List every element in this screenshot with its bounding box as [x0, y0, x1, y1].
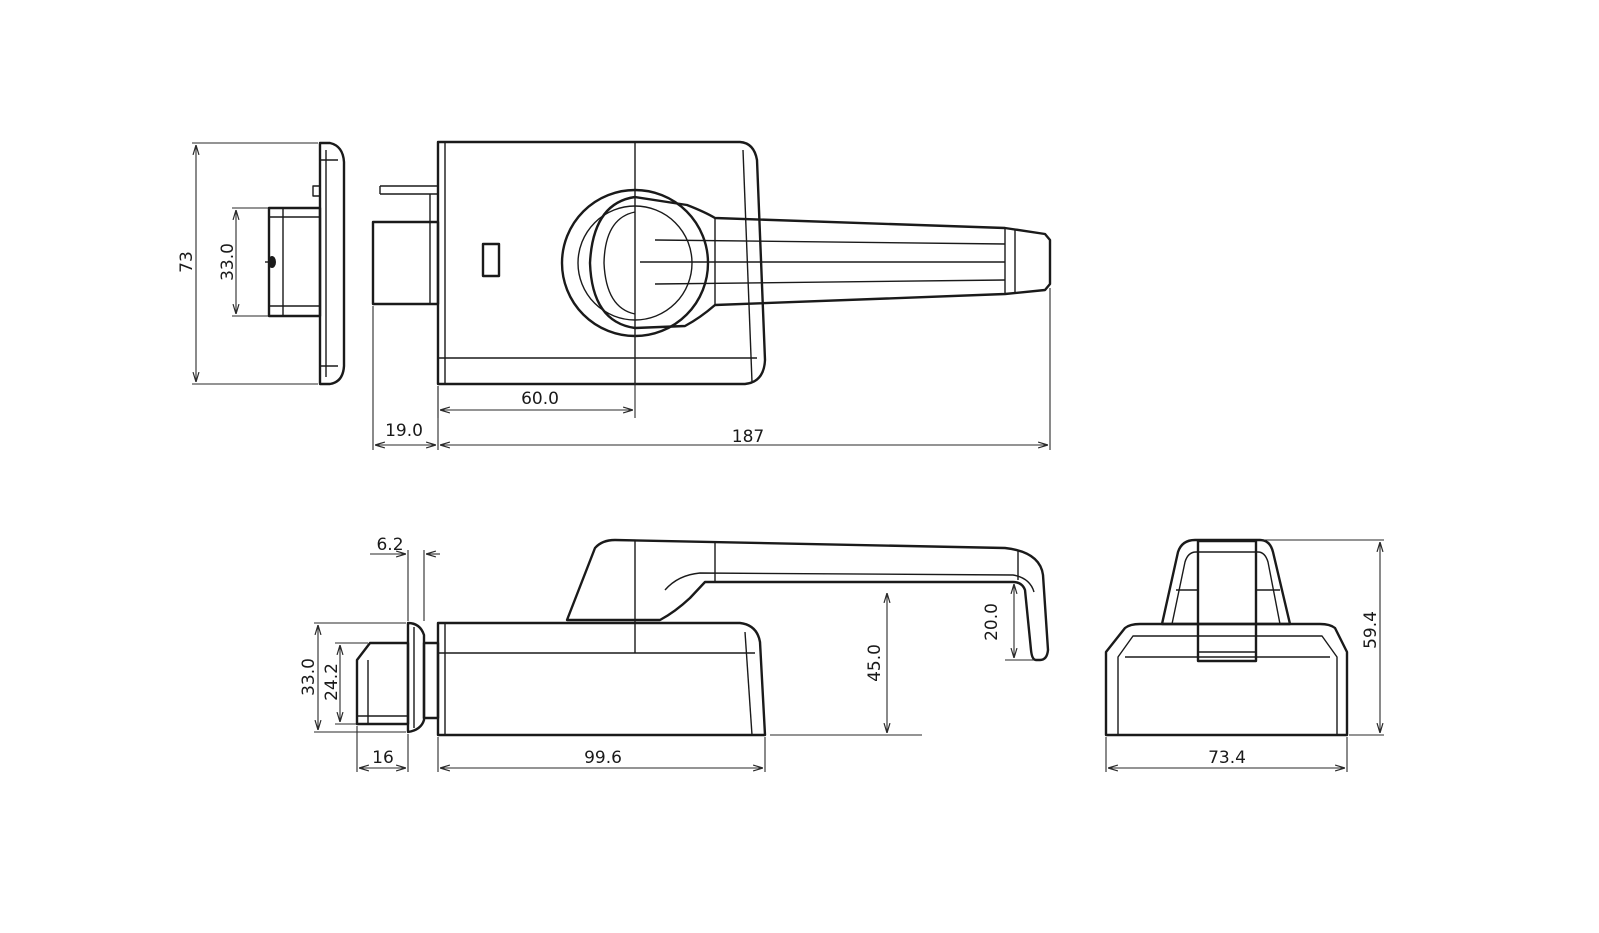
svg-text:6.2: 6.2 — [376, 535, 403, 555]
dim-side-key: 33.0 — [218, 207, 268, 317]
svg-text:33.0: 33.0 — [299, 658, 319, 696]
svg-text:24.2: 24.2 — [322, 663, 342, 701]
dim-end-height: 59.4 — [1262, 539, 1384, 736]
dim-front-handle-height: 45.0 — [770, 593, 922, 736]
svg-text:73: 73 — [177, 251, 197, 273]
svg-text:20.0: 20.0 — [982, 603, 1002, 641]
svg-text:99.6: 99.6 — [584, 748, 622, 768]
dim-front-strike-height: 33.0 — [299, 622, 406, 733]
indicator-window — [481, 242, 501, 278]
dim-front-tip: 20.0 — [982, 584, 1034, 661]
svg-text:187: 187 — [732, 427, 764, 447]
dim-front-bolt-thick: 6.2 — [370, 535, 440, 621]
dim-front-bolt-height: 24.2 — [322, 642, 368, 725]
svg-text:73.4: 73.4 — [1208, 748, 1246, 768]
top-view: 60.0 19.0 187 — [371, 140, 1052, 450]
front-view: 6.2 33.0 24.2 16 99.6 — [299, 535, 1050, 772]
side-view: 73 33.0 — [177, 141, 346, 386]
dim-top-bolt: 19.0 — [372, 306, 439, 450]
svg-text:16: 16 — [372, 748, 394, 768]
svg-text:19.0: 19.0 — [385, 421, 423, 441]
svg-text:45.0: 45.0 — [865, 644, 885, 682]
dim-front-base-length: 99.6 — [437, 737, 766, 772]
dim-top-base: 60.0 — [437, 330, 636, 418]
end-view: 59.4 73.4 — [1104, 538, 1384, 772]
dim-front-bolt-length: 16 — [356, 726, 409, 772]
svg-text:60.0: 60.0 — [521, 389, 559, 409]
keyhole-icon — [268, 256, 276, 268]
svg-text:59.4: 59.4 — [1361, 611, 1381, 649]
dim-top-total: 187 — [440, 288, 1051, 450]
dim-end-width: 73.4 — [1105, 737, 1348, 772]
svg-text:33.0: 33.0 — [218, 243, 238, 281]
dim-side-height: 73 — [177, 142, 318, 385]
